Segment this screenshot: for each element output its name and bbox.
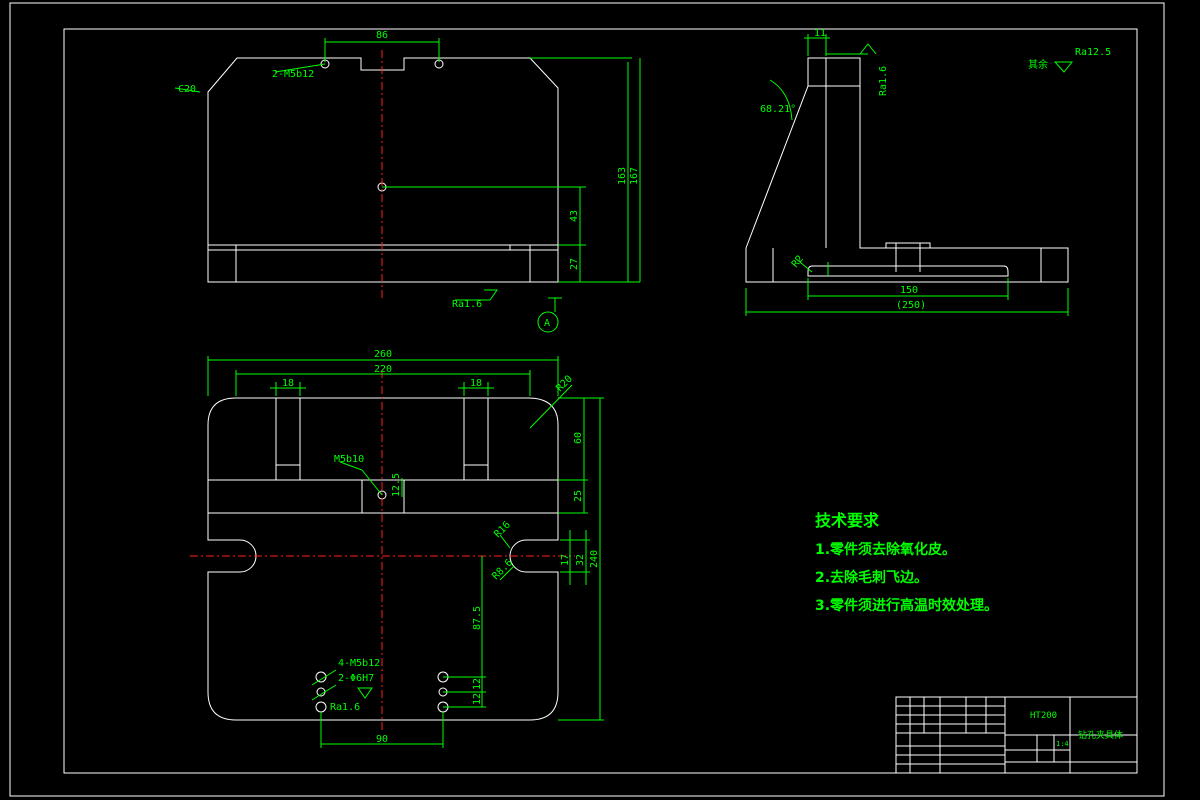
other-finish-value: Ra12.5 [1075,47,1111,58]
notes-item-1: 1.零件须去除氧化皮。 [815,542,957,558]
top-radius-r20: R20 [554,374,575,395]
top-radius-r8: R8.6 [490,557,515,582]
top-dim-260: 260 [374,349,392,360]
top-dim-90: 90 [376,734,388,745]
top-dim-18a: 18 [282,378,294,389]
title-part-name: 钻孔夹具体 [1078,729,1123,741]
title-material: HT200 [1030,711,1057,721]
top-dim-32: 32 [575,554,586,566]
top-thread-label: M5b10 [334,454,364,465]
top-dim-240: 240 [589,550,600,568]
side-dim-11: 11 [814,28,826,39]
top-dim-17: 17 [560,554,571,566]
front-dim-43: 43 [569,210,580,222]
top-dim-12a: 12 [472,678,483,690]
top-holes-2-label: 2-Φ6H7 [338,673,374,684]
side-dim-250: (250) [896,300,926,311]
section-view-label: A [544,318,550,329]
title-block [895,696,1138,774]
top-dim-25: 25 [573,490,584,502]
side-view [745,34,1074,316]
notes-item-2: 2.去除毛刺飞边。 [815,570,929,586]
front-dim-27: 27 [569,258,580,270]
inner-frame [63,28,1138,774]
front-dim-163: 163 [617,167,628,185]
notes-title: 技术要求 [815,511,880,530]
other-finish-label: 其余 [1028,58,1048,71]
top-radius-r16: R16 [492,520,513,541]
top-dim-87-5: 87.5 [472,606,483,630]
top-dim-60: 60 [573,432,584,444]
top-roughness-label: Ra1.6 [330,702,360,713]
top-holes-4-label: 4-M5b12 [338,658,380,669]
front-view [174,38,641,333]
front-chamfer-label: C20 [178,84,196,95]
notes-item-3: 3.零件须进行高温时效处理。 [815,598,999,614]
front-holes-label: 2-M5b12 [272,69,314,80]
top-dim-12-5: 12.5 [391,473,402,497]
top-view [190,356,604,748]
front-roughness-label: Ra1.6 [452,299,482,310]
title-scale: 1:4 [1056,740,1069,748]
side-angle-label: 68.21° [760,104,796,115]
top-dim-18b: 18 [470,378,482,389]
side-radius-label: R2 [790,254,806,270]
side-roughness-label: Ra1.6 [878,66,889,96]
top-dim-12b: 12 [472,693,483,705]
front-dim-167: 167 [629,167,640,185]
front-dim-86: 86 [376,30,388,41]
outer-frame [9,2,1165,797]
side-dim-150: 150 [900,285,918,296]
top-dim-220: 220 [374,364,392,375]
